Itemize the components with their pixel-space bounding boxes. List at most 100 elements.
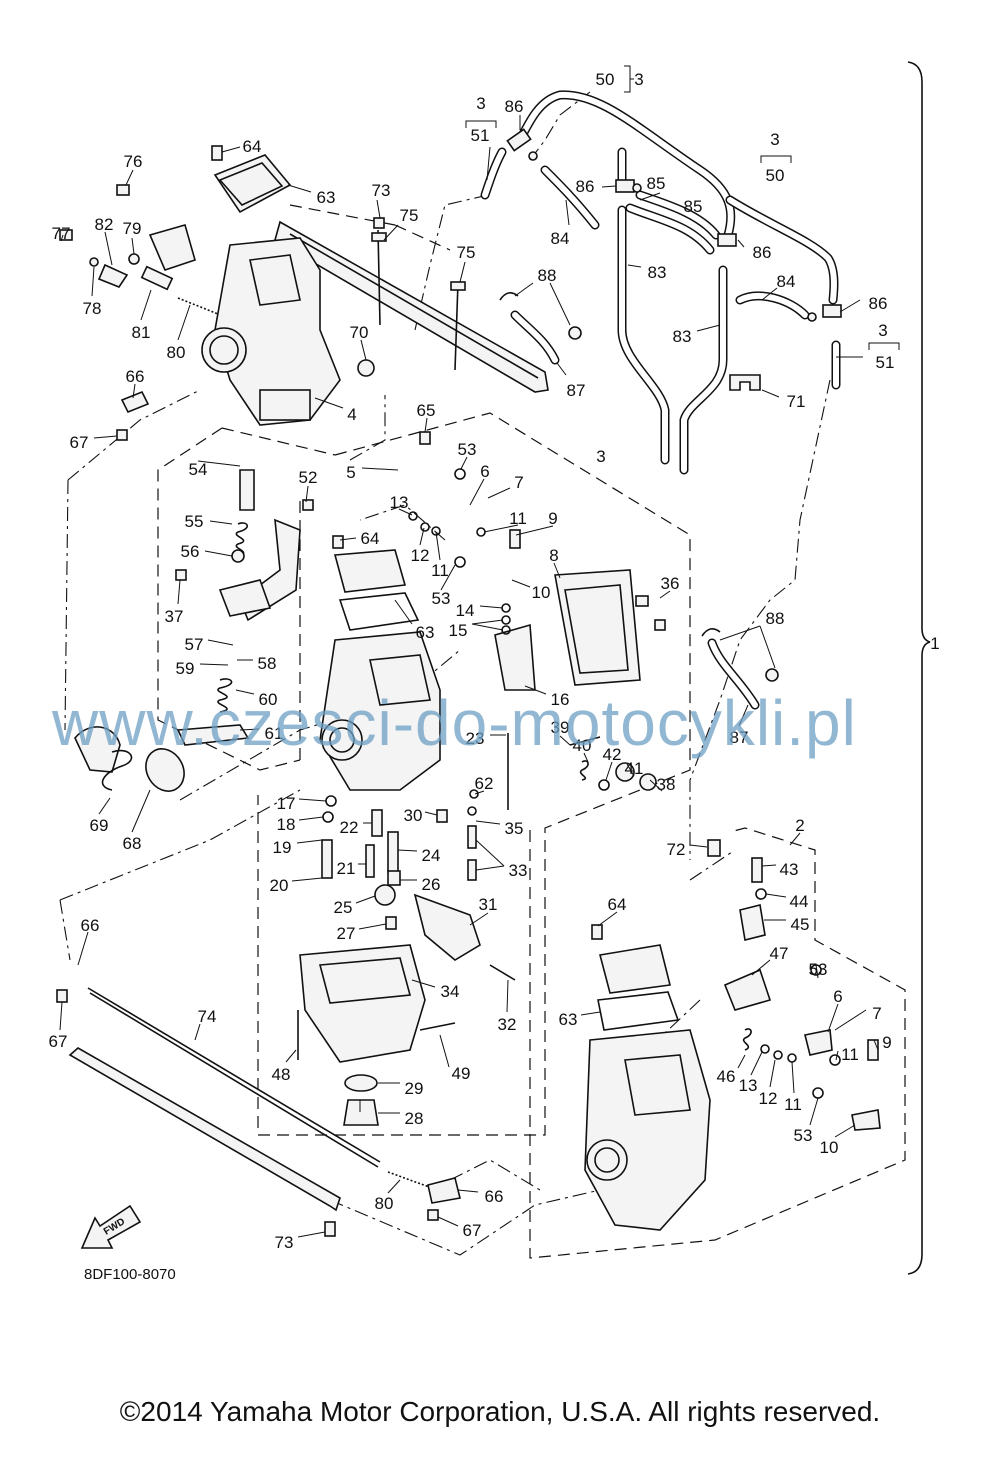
callout-c-86-c: 86 bbox=[753, 243, 772, 262]
callout-c-58: 58 bbox=[258, 654, 277, 673]
callout-c-3-d: 3 bbox=[596, 447, 605, 466]
callout-c-82: 82 bbox=[95, 215, 114, 234]
callout-c-32: 32 bbox=[498, 1015, 517, 1034]
callout-c-63-c: 63 bbox=[559, 1010, 578, 1029]
callout-c-56: 56 bbox=[181, 542, 200, 561]
callout-c-64-b: 64 bbox=[361, 529, 380, 548]
callout-c-11-c: 11 bbox=[841, 1045, 859, 1064]
callout-c-68: 68 bbox=[123, 834, 142, 853]
callout-c-6-b: 6 bbox=[833, 987, 842, 1006]
callout-c-6-a: 6 bbox=[480, 462, 489, 481]
callout-c-85-b: 85 bbox=[684, 197, 703, 216]
leader-lines bbox=[59, 115, 879, 1238]
callout-c-70: 70 bbox=[350, 323, 369, 342]
callout-c-11-a: 11 bbox=[509, 509, 527, 528]
callout-c-80-a: 80 bbox=[167, 343, 186, 362]
callout-c-60: 60 bbox=[259, 690, 278, 709]
callout-c-62: 62 bbox=[475, 774, 494, 793]
callout-c-54: 54 bbox=[189, 460, 208, 479]
callout-c-51-a: 51 bbox=[471, 126, 490, 145]
callout-c-22: 22 bbox=[340, 818, 359, 837]
callout-c-10-a: 10 bbox=[532, 583, 551, 602]
callout-c-20: 20 bbox=[270, 876, 289, 895]
callout-c-8: 8 bbox=[549, 546, 558, 565]
callout-c-29: 29 bbox=[405, 1079, 424, 1098]
callout-c-65: 65 bbox=[417, 401, 436, 420]
callout-c-74: 74 bbox=[198, 1007, 217, 1026]
callout-c-37: 37 bbox=[165, 607, 184, 626]
callout-c-38: 38 bbox=[657, 775, 676, 794]
callout-c-88-b: 88 bbox=[766, 609, 785, 628]
callout-c-50-b: 50 bbox=[766, 166, 785, 185]
callout-c-85-a: 85 bbox=[647, 174, 666, 193]
callout-c-61: 61 bbox=[265, 724, 284, 743]
callout-c-84-a: 84 bbox=[551, 229, 570, 248]
callout-c-73-a: 73 bbox=[372, 181, 391, 200]
callout-c-66-c: 66 bbox=[485, 1187, 504, 1206]
callout-c-40: 40 bbox=[573, 736, 592, 755]
callout-c-16: 16 bbox=[551, 690, 570, 709]
callout-c-9-a: 9 bbox=[548, 509, 557, 528]
callout-c-14: 14 bbox=[456, 601, 475, 620]
callout-c-41: 41 bbox=[625, 759, 644, 778]
callout-c-87-b: 87 bbox=[730, 728, 749, 747]
callout-c-69: 69 bbox=[90, 816, 109, 835]
callout-c-83-a: 83 bbox=[648, 263, 667, 282]
callout-c-23: 23 bbox=[466, 729, 485, 748]
callout-c-15: 15 bbox=[449, 621, 468, 640]
callout-c-25: 25 bbox=[334, 898, 353, 917]
callout-c-31: 31 bbox=[479, 895, 498, 914]
watermark: www.czesci-do-motocykli.pl bbox=[52, 687, 857, 759]
callout-c-75-a: 75 bbox=[400, 206, 419, 225]
callout-c-55: 55 bbox=[185, 512, 204, 531]
callout-c-77: 77 bbox=[52, 224, 71, 243]
callout-c-64-c: 64 bbox=[608, 895, 627, 914]
assembly-brace-1 bbox=[907, 61, 931, 1275]
callout-c-18: 18 bbox=[277, 815, 296, 834]
callout-c-12-a: 12 bbox=[411, 546, 430, 565]
callout-c-84-b: 84 bbox=[777, 272, 796, 291]
callout-c-66-a: 66 bbox=[126, 367, 145, 386]
diagram-code: 8DF100-8070 bbox=[84, 1266, 176, 1283]
callout-c-44: 44 bbox=[790, 892, 809, 911]
callout-c-2: 2 bbox=[795, 816, 804, 835]
callout-c-78: 78 bbox=[83, 299, 102, 318]
callout-c-49: 49 bbox=[452, 1064, 471, 1083]
callout-c-64-a: 64 bbox=[243, 137, 262, 156]
callout-c-24: 24 bbox=[422, 846, 441, 865]
callout-c-86-d: 86 bbox=[869, 294, 888, 313]
carburetor-bottom bbox=[387, 904, 881, 1231]
callout-c-71: 71 bbox=[787, 392, 806, 411]
callout-c-52: 52 bbox=[299, 468, 318, 487]
callout-c-51-b: 51 bbox=[876, 353, 895, 372]
callout-c-4: 4 bbox=[347, 405, 356, 424]
callout-c-47: 47 bbox=[770, 944, 789, 963]
vent-hoses bbox=[480, 90, 842, 710]
callout-c-5: 5 bbox=[346, 463, 355, 482]
callout-c-36: 36 bbox=[661, 574, 680, 593]
callout-c-48: 48 bbox=[272, 1065, 291, 1084]
callout-c-42: 42 bbox=[603, 745, 622, 764]
callout-c-3-b: 3 bbox=[770, 130, 779, 149]
callout-c-27: 27 bbox=[337, 924, 356, 943]
callout-c-53-d: 53 bbox=[794, 1126, 813, 1145]
callout-c-53-b: 53 bbox=[432, 589, 451, 608]
callout-c-66-b: 66 bbox=[81, 916, 100, 935]
callout-c-1: 1 bbox=[930, 634, 939, 653]
callout-c-87-a: 87 bbox=[567, 381, 586, 400]
rails-rods bbox=[68, 220, 549, 1212]
center-lines bbox=[59, 91, 831, 1256]
assembly-brackets bbox=[465, 65, 900, 350]
callout-c-76: 76 bbox=[124, 152, 143, 171]
callout-c-13-b: 13 bbox=[739, 1076, 758, 1095]
callout-c-79: 79 bbox=[123, 219, 142, 238]
fwd-arrow-icon: FWD bbox=[80, 1204, 142, 1249]
callout-c-67-a: 67 bbox=[70, 433, 89, 452]
fasteners bbox=[56, 145, 879, 1237]
callout-c-46: 46 bbox=[717, 1067, 736, 1086]
callout-c-57: 57 bbox=[185, 635, 204, 654]
carburetor-middle bbox=[74, 469, 641, 961]
callout-c-39: 39 bbox=[551, 718, 570, 737]
